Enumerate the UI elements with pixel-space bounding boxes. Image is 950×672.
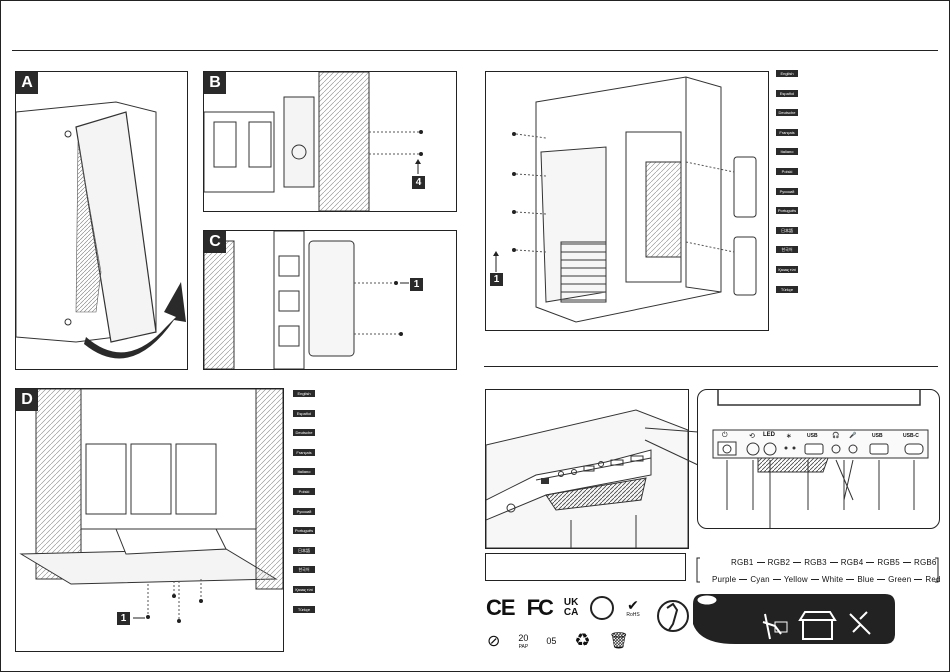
blank-note-box (485, 553, 686, 581)
language-tag: Türkçe (293, 605, 315, 613)
panel-d-label: D (16, 389, 38, 411)
ukca-mark-bottom: CA (563, 607, 579, 618)
language-tag: Français (776, 128, 798, 136)
recycle-pap-icon: 20 PAP (518, 632, 528, 650)
rgb-mode-label: RGB5 (877, 558, 900, 567)
drive-bay-illustration (204, 72, 423, 211)
rgb-color-label: Blue (857, 575, 875, 584)
case-front-top-illustration (486, 409, 688, 548)
panel-d: D 1 (15, 388, 284, 652)
rgb-mode-label: RGB4 (840, 558, 864, 567)
language-tag: Español (293, 409, 315, 417)
recycle-code-05: 05 (546, 635, 557, 646)
recycle-icon: ♻ (574, 630, 591, 650)
recycle-code-20: 20 (518, 632, 529, 643)
rohs-check-icon: ✔ (627, 597, 639, 613)
io-label-usb-c: USB-C (903, 433, 919, 439)
rgb-color-label: Cyan (750, 575, 770, 584)
disposal-marks-row: ⊘ 20 PAP 05 ♻ 🗑 (487, 630, 629, 651)
panel-a-label: A (16, 72, 38, 94)
io-zoom-illustration (712, 390, 929, 528)
language-tag: Português (293, 527, 315, 535)
case-bottom-illustration (19, 389, 283, 623)
panel-b-label: B (204, 72, 226, 94)
language-tag: English (293, 390, 315, 397)
ce-mark: CE (486, 595, 516, 620)
rgb-bracket (696, 557, 939, 583)
rgb-color-label: Purple (712, 575, 737, 584)
certification-marks-row: CE FC UK CA ✔ RoHS (486, 595, 640, 621)
panel-io-case (485, 389, 689, 549)
language-tag: 日本語 (293, 546, 315, 554)
language-tag: Pусский (776, 187, 798, 195)
no-plastic-icon: ⊘ (487, 632, 501, 650)
language-tag: Español (776, 89, 798, 97)
rgb-mode-label: RGB6 (913, 558, 937, 567)
io-label-reset: ⟲ (749, 433, 755, 440)
panel-a: A (15, 71, 188, 370)
io-label-headphone: 🎧 (832, 433, 840, 439)
language-tag: 한국어 (293, 566, 315, 574)
rohs-label: RoHS (626, 612, 640, 618)
case-exploded-illustration (493, 76, 757, 323)
language-tag: Polski (776, 167, 798, 175)
case-side-panel-illustration (16, 101, 186, 359)
io-label-led: LED (763, 432, 775, 438)
language-list-right: English Español Deutsche Français Italia… (776, 70, 798, 305)
language-tag: Қазақ тілі (293, 585, 315, 593)
rgb-color-label: Green (888, 575, 912, 584)
fcc-mark: FC (526, 595, 554, 620)
language-tag: Italiano (776, 148, 798, 156)
recycle-paper-icon (590, 596, 615, 620)
language-tag: 한국어 (776, 246, 798, 254)
rohs-icon: ✔ RoHS (626, 598, 639, 618)
psu-bay-illustration (204, 231, 409, 369)
language-tag: Deutsche (293, 429, 315, 437)
rgb-mode-row: RGB1 RGB2 RGB3 RGB4 RGB5 RGB6 (731, 558, 937, 567)
right-divider (484, 366, 938, 367)
language-tag: Pусский (293, 507, 315, 515)
panel-main-callout: 1 (490, 273, 503, 286)
language-list-left: English Español Deutsche Français Italia… (293, 390, 315, 625)
language-tag: Italiano (293, 468, 315, 476)
ukca-mark: UK CA (564, 598, 578, 618)
io-label-usb-1: USB (807, 433, 818, 439)
language-tag: Français (293, 448, 315, 456)
ukca-mark-top: UK (563, 597, 579, 608)
language-tag: Қазақ тілі (776, 265, 798, 273)
language-tag: Deutsche (776, 109, 798, 117)
rgb-mode-label: RGB2 (767, 558, 791, 567)
panel-b-callout: 4 (412, 176, 425, 189)
pap-label: PAP (518, 643, 529, 650)
panel-b: B 4 (203, 71, 457, 212)
io-label-power: ⏻ (722, 432, 728, 439)
language-tag: 日本語 (776, 226, 798, 234)
rgb-mode-label: RGB1 (731, 558, 754, 567)
io-label-mic: 🎤 (849, 433, 857, 439)
panel-main-case: 1 (485, 71, 769, 331)
weee-bin-icon: 🗑 (608, 632, 629, 650)
top-divider (12, 50, 938, 51)
language-tag: English (776, 70, 798, 77)
panel-c-label: C (204, 231, 226, 253)
rgb-mode-label: RGB3 (804, 558, 827, 567)
rgb-color-label: Yellow (783, 575, 808, 584)
io-label-usb-2: USB (872, 433, 883, 439)
panel-c: C 1 (203, 230, 457, 370)
panel-c-callout: 1 (410, 278, 423, 291)
io-label-light: ∗ (786, 433, 792, 440)
rgb-color-label: Red (925, 575, 941, 584)
io-zoom-panel: ⏻ ⟲ LED ∗ USB 🎧 🎤 USB USB-C (697, 389, 940, 529)
language-tag: Polski (293, 487, 315, 495)
language-tag: Português (776, 207, 798, 215)
disposal-instructions-graphic (657, 594, 895, 644)
panel-d-callout: 1 (117, 612, 130, 625)
rgb-color-label: White (821, 575, 844, 584)
language-tag: Türkçe (776, 285, 798, 293)
rgb-color-row: Purple Cyan Yellow White Blue Green Red (712, 575, 941, 584)
